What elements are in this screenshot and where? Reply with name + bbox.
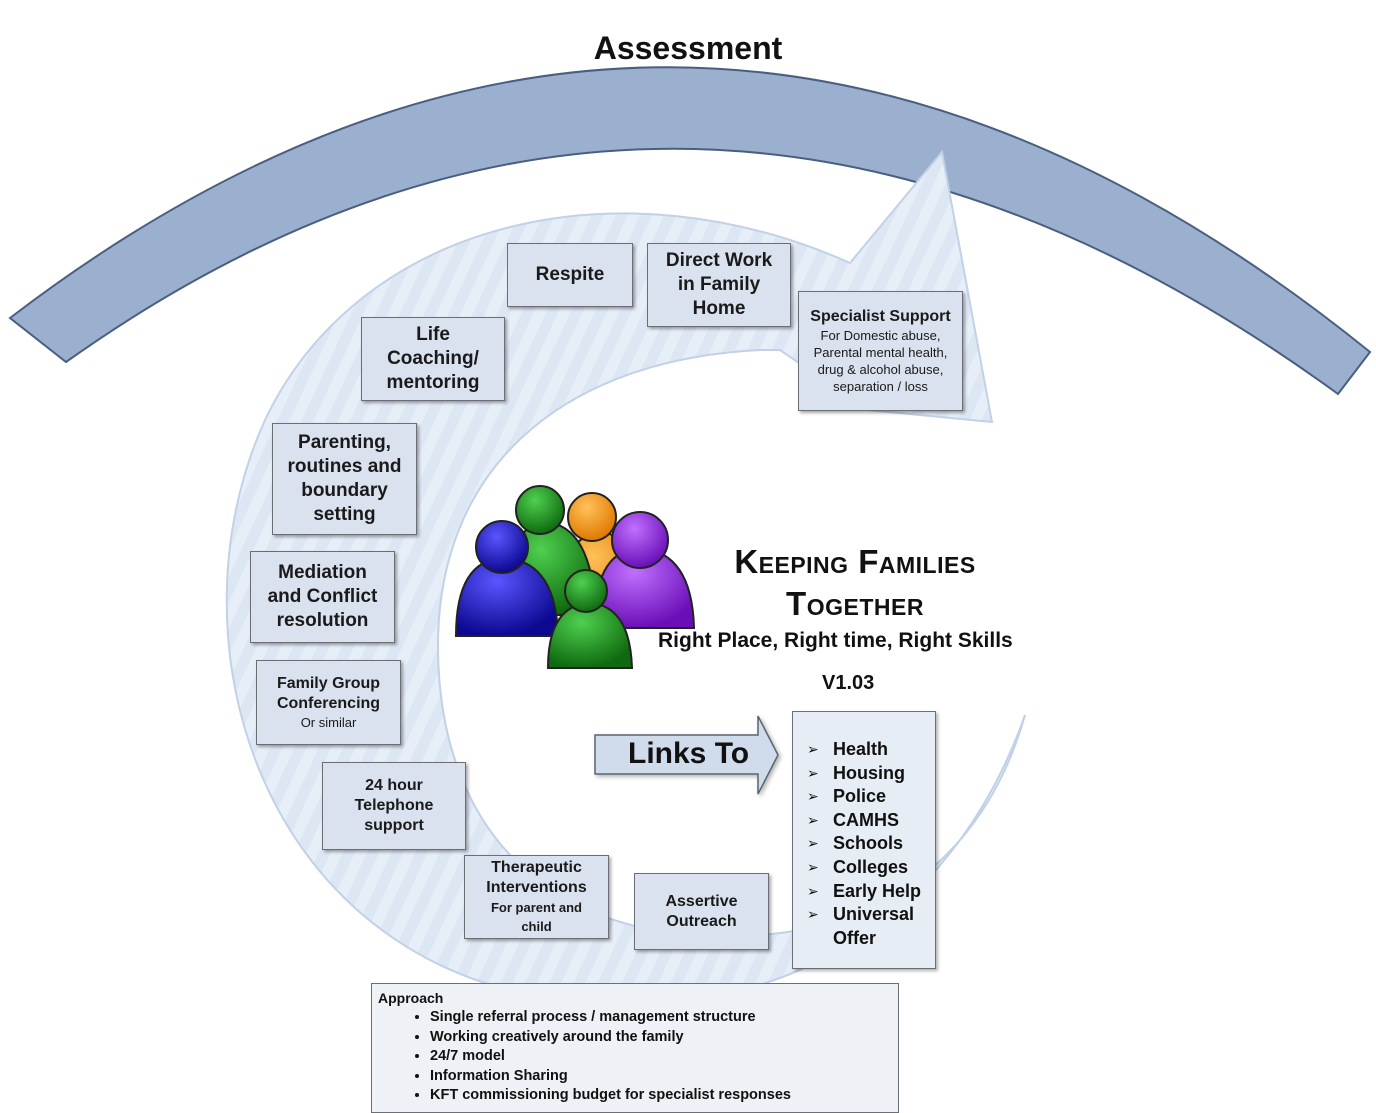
arrow-bullet-icon: ➢ [807,882,819,899]
mediation-box: Mediation and Conflict resolution [250,551,395,643]
assertive-box: Assertive Outreach [634,873,769,950]
direct-work-box: Direct Work in Family Home [647,243,791,327]
telephone-title: 24 hour Telephone support [354,777,434,834]
kft-title-line2: Together [786,585,924,622]
arrow-bullet-icon: ➢ [807,811,819,828]
arrow-bullet-icon: ➢ [807,741,819,757]
links-item: ➢Colleges [807,856,935,880]
links-item: ➢Early Help [807,880,935,904]
therapeutic-title: Therapeutic Interventions [486,859,587,896]
telephone-box: 24 hour Telephone support [322,762,466,850]
direct-work-title: Direct Work in Family Home [665,250,773,319]
approach-item: Working creatively around the family [430,1028,898,1048]
links-item: ➢Schools [807,832,935,856]
approach-box: Approach Single referral process / manag… [371,983,899,1113]
approach-item: Single referral process / management str… [430,1008,898,1028]
links-list: ➢Health ➢Housing ➢Police ➢CAMHS ➢Schools… [793,712,935,950]
respite-title: Respite [535,264,605,285]
therapeutic-box: Therapeutic Interventions For parent and… [464,855,609,939]
kft-tagline: Right Place, Right time, Right Skills [658,629,1013,652]
links-item: ➢Universal Offer [807,904,915,948]
mediation-title: Mediation and Conflict resolution [267,562,378,631]
arrow-bullet-icon: ➢ [807,835,819,852]
links-box: ➢Health ➢Housing ➢Police ➢CAMHS ➢Schools… [792,711,936,969]
arrow-bullet-icon: ➢ [807,764,819,781]
approach-item: Information Sharing [430,1067,898,1087]
family-group-title: Family Group Conferencing [276,675,381,712]
approach-list: Single referral process / management str… [378,1008,898,1106]
respite-box: Respite [507,243,633,307]
assessment-title: Assessment [593,30,783,66]
links-to-label: Links To [628,737,750,770]
version-label: V1.03 [822,672,875,694]
links-item: ➢Police [807,785,935,809]
specialist-support-box: Specialist Support For Domestic abuse, P… [798,291,963,411]
parenting-title: Parenting, routines and boundary setting [287,432,402,525]
parenting-box: Parenting, routines and boundary setting [272,423,417,535]
links-item: ➢Health [807,738,935,762]
approach-item: 24/7 model [430,1047,898,1067]
kft-title-line1: Keeping Families [734,543,976,580]
links-arrow [594,715,779,795]
approach-item: KFT commissioning budget for specialist … [430,1086,898,1106]
specialist-support-subtitle: For Domestic abuse, Parental mental heal… [813,328,948,394]
family-icon [454,485,696,669]
approach-heading: Approach [378,990,444,1006]
arrow-bullet-icon: ➢ [807,858,819,875]
links-item: ➢CAMHS [807,809,935,833]
therapeutic-subtitle: For parent and child [490,900,582,934]
assessment-arc [8,66,1372,396]
arrow-bullet-icon: ➢ [807,906,819,923]
arrow-bullet-icon: ➢ [807,788,819,805]
life-coaching-title: Life Coaching/ mentoring [386,324,480,393]
family-group-subtitle: Or similar [300,715,357,730]
family-group-box: Family Group Conferencing Or similar [256,660,401,745]
life-coaching-box: Life Coaching/ mentoring [361,317,505,401]
assertive-title: Assertive Outreach [665,892,738,930]
links-item: ➢Housing [807,762,935,786]
specialist-support-title: Specialist Support [810,308,951,325]
